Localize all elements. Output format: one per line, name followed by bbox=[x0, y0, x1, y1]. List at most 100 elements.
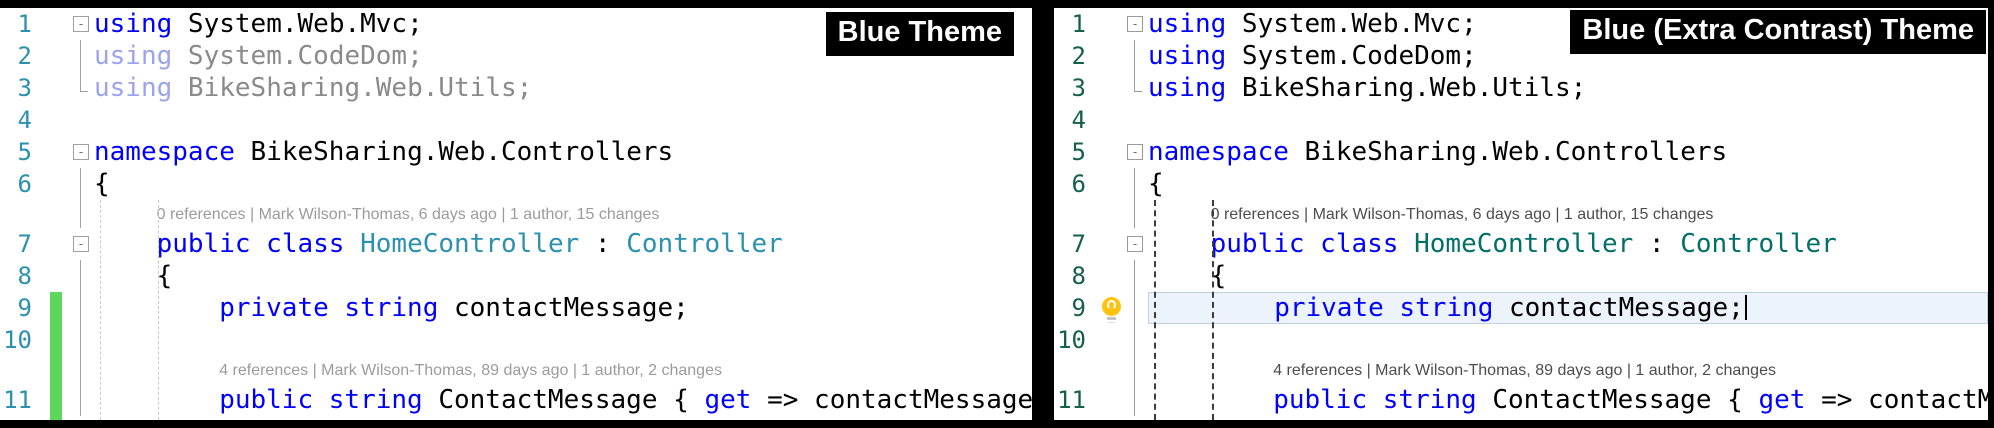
code-text[interactable] bbox=[94, 104, 1032, 136]
code-text[interactable]: private string contactMessage; bbox=[219, 293, 689, 323]
code-line-9: 9 private string contactMessage; bbox=[0, 292, 1032, 324]
outline-margin: - bbox=[72, 136, 94, 168]
code-text[interactable]: public class HomeController : Controller bbox=[156, 229, 783, 259]
code-text[interactable] bbox=[1148, 324, 1988, 356]
outline-line bbox=[80, 356, 81, 384]
glyph-margin bbox=[1100, 356, 1126, 384]
outline-margin bbox=[1126, 104, 1148, 136]
code-line-8: 8{ bbox=[0, 260, 1032, 292]
indent-guide bbox=[100, 200, 101, 420]
outline-margin bbox=[72, 324, 94, 356]
line-number: 4 bbox=[1071, 106, 1086, 134]
code-text[interactable]: { bbox=[156, 261, 173, 291]
codelens-info[interactable]: 4 references | Mark Wilson-Thomas, 89 da… bbox=[219, 362, 722, 379]
code-text[interactable]: using System.CodeDom; bbox=[94, 41, 423, 71]
line-number bbox=[1054, 356, 1100, 384]
line-number: 10 bbox=[1057, 326, 1086, 354]
code-line-6: 6{ bbox=[1054, 168, 1988, 200]
glyph-margin bbox=[46, 40, 72, 72]
glyph-margin bbox=[46, 104, 72, 136]
outline-margin bbox=[1126, 292, 1148, 324]
indent-guide bbox=[158, 200, 159, 420]
collapse-icon[interactable]: - bbox=[73, 236, 89, 252]
line-number: 9 bbox=[1071, 294, 1086, 322]
code-line-10: 10 bbox=[0, 324, 1032, 356]
line-number: 3 bbox=[1071, 74, 1086, 102]
code-text[interactable]: private string contactMessage; bbox=[1148, 292, 1988, 324]
codelens-info[interactable]: 0 references | Mark Wilson-Thomas, 6 day… bbox=[1210, 206, 1714, 223]
code-text[interactable]: using BikeSharing.Web.Utils; bbox=[94, 73, 533, 103]
code-text[interactable]: using System.Web.Mvc; bbox=[1148, 9, 1477, 39]
code-text[interactable]: using System.Web.Mvc; bbox=[94, 9, 423, 39]
outline-margin bbox=[1126, 260, 1148, 292]
code-text[interactable]: using System.CodeDom; bbox=[1148, 41, 1477, 71]
glyph-margin bbox=[1100, 200, 1126, 228]
line-number: 10 bbox=[3, 326, 32, 354]
code-line-3: 3 using BikeSharing.Web.Utils; bbox=[0, 72, 1032, 104]
outline-line-end bbox=[80, 72, 88, 92]
glyph-margin bbox=[1100, 168, 1126, 200]
outline-margin bbox=[1126, 324, 1148, 356]
collapse-icon[interactable]: - bbox=[73, 144, 89, 160]
line-number: 5 bbox=[17, 138, 32, 166]
outline-margin bbox=[72, 72, 94, 104]
code-text[interactable]: namespace BikeSharing.Web.Controllers bbox=[94, 137, 674, 167]
line-number: 9 bbox=[17, 294, 32, 322]
code-line-11: 11 public string ContactMessage { get => … bbox=[0, 384, 1032, 416]
outline-line bbox=[80, 324, 81, 356]
outline-line bbox=[80, 40, 81, 72]
outline-line bbox=[1134, 168, 1135, 200]
code-text[interactable]: public class HomeController : Controller bbox=[1210, 229, 1837, 259]
outline-margin: - bbox=[72, 228, 94, 260]
code-text[interactable]: { bbox=[1210, 261, 1227, 291]
code-text[interactable]: { bbox=[94, 169, 110, 199]
codelens-info[interactable]: 0 references | Mark Wilson-Thomas, 6 day… bbox=[156, 206, 660, 223]
codelens-row: 0 references | Mark Wilson-Thomas, 6 day… bbox=[0, 200, 1032, 228]
code-line-5: 5 -namespace BikeSharing.Web.Controllers bbox=[0, 136, 1032, 168]
changed-lines-indicator bbox=[50, 292, 62, 420]
theme-label-blue: Blue Theme bbox=[825, 12, 1014, 56]
outline-line bbox=[80, 292, 81, 324]
outline-margin bbox=[72, 384, 94, 416]
code-text[interactable]: { bbox=[1148, 169, 1164, 199]
line-number: 5 bbox=[1071, 138, 1086, 166]
code-text[interactable]: public string ContactMessage { get => co… bbox=[219, 385, 1032, 415]
glyph-margin bbox=[1100, 136, 1126, 168]
glyph-margin bbox=[1100, 260, 1126, 292]
code-text[interactable]: using BikeSharing.Web.Utils; bbox=[1148, 73, 1587, 103]
codelens-row: 4 references | Mark Wilson-Thomas, 89 da… bbox=[1054, 356, 1988, 384]
code-text[interactable]: public string ContactMessage { get => co… bbox=[1273, 385, 1988, 415]
collapse-icon[interactable]: - bbox=[1127, 236, 1143, 252]
line-number: 11 bbox=[3, 386, 32, 414]
line-number: 4 bbox=[17, 106, 32, 134]
glyph-margin bbox=[1100, 104, 1126, 136]
outline-margin bbox=[1126, 168, 1148, 200]
code-line-8: 8{ bbox=[1054, 260, 1988, 292]
line-number bbox=[0, 356, 46, 384]
lightbulb-icon[interactable] bbox=[1102, 297, 1121, 320]
code-line-1: 1-using System.Web.Mvc; bbox=[0, 8, 1032, 40]
outline-line-end bbox=[1134, 72, 1142, 92]
collapse-icon[interactable]: - bbox=[1127, 144, 1143, 160]
codelens-info[interactable]: 4 references | Mark Wilson-Thomas, 89 da… bbox=[1273, 362, 1776, 379]
line-number: 2 bbox=[1071, 42, 1086, 70]
line-number: 3 bbox=[17, 74, 32, 102]
outline-line bbox=[1134, 356, 1135, 384]
outline-margin bbox=[1126, 356, 1148, 384]
outline-line bbox=[1134, 200, 1135, 228]
outline-margin: - bbox=[1126, 8, 1148, 40]
code-text[interactable] bbox=[1148, 104, 1988, 136]
line-number bbox=[0, 200, 46, 228]
outline-line bbox=[1134, 324, 1135, 356]
code-text[interactable] bbox=[94, 324, 1032, 356]
collapse-icon[interactable]: - bbox=[73, 16, 89, 32]
collapse-icon[interactable]: - bbox=[1127, 16, 1143, 32]
glyph-margin bbox=[1100, 40, 1126, 72]
code-line-9: 9 private string contactMessage; bbox=[1054, 292, 1988, 324]
code-text[interactable]: namespace BikeSharing.Web.Controllers bbox=[1148, 137, 1728, 167]
outline-margin bbox=[72, 104, 94, 136]
outline-margin bbox=[72, 40, 94, 72]
